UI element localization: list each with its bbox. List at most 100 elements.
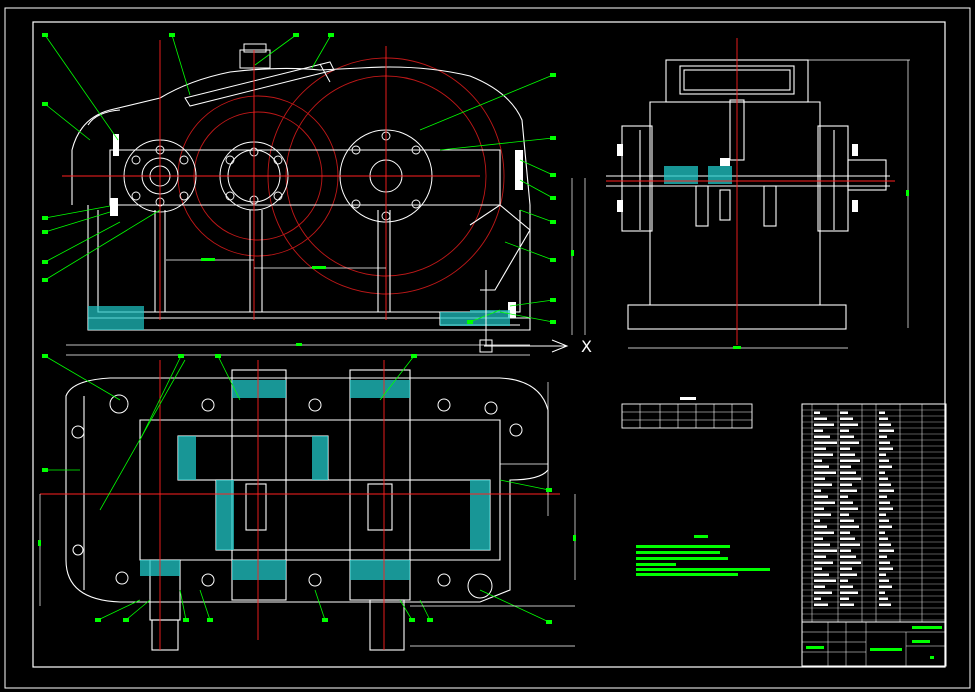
side-bolts	[617, 144, 858, 212]
parts-list-cell-text	[879, 513, 886, 516]
front-dimensions	[66, 178, 586, 356]
parts-list-cell-text	[814, 519, 820, 522]
parts-list-cell-text	[840, 603, 854, 606]
parts-list-cell-text	[814, 447, 826, 450]
parts-list-cell-text	[879, 603, 891, 606]
housing-bolts	[110, 134, 523, 318]
front-view	[44, 34, 586, 356]
parts-list-cell-text	[840, 537, 855, 540]
parts-list-cell-text	[879, 549, 894, 552]
part-number-balloon	[550, 220, 556, 224]
parts-list-cell-text	[879, 519, 889, 522]
part-number-balloon	[328, 33, 334, 37]
parts-list-cell-text	[840, 501, 853, 504]
parts-list-cell-text	[879, 555, 887, 558]
part-number-balloon	[42, 102, 48, 106]
parts-list-cell-text	[840, 495, 848, 498]
top-dimensions	[39, 382, 576, 647]
parts-list-cell-text	[840, 579, 848, 582]
parts-list-cell-text	[879, 453, 886, 456]
parts-list-cell-text	[840, 447, 850, 450]
parts-list-cell-text	[879, 423, 891, 426]
title-block	[801, 621, 947, 667]
parts-list-cell-text	[840, 531, 850, 534]
parts-list-cell-text	[840, 471, 856, 474]
part-number-balloon	[42, 278, 48, 282]
parts-list-cell-text	[814, 531, 834, 534]
parts-list-cell-text	[840, 591, 858, 594]
parts-list-cell-text	[840, 453, 855, 456]
part-number-balloon	[427, 618, 433, 622]
parts-list-cell-text	[879, 459, 889, 462]
parts-list-cell-text	[840, 465, 851, 468]
part-balloons	[42, 33, 556, 624]
part-number-balloon	[550, 298, 556, 302]
side-center-lines	[606, 38, 895, 345]
parts-list-cell-text	[879, 411, 885, 414]
side-hatch	[664, 166, 732, 184]
part-number-balloon	[550, 136, 556, 140]
top-dimension-tags	[38, 535, 576, 546]
parts-list-cell-text	[879, 441, 890, 444]
parts-list-cell-text	[840, 483, 852, 486]
parts-list-cell-text	[814, 429, 823, 432]
technical-requirements-notes	[636, 535, 770, 576]
x-axis-arrow	[479, 270, 569, 353]
parts-list-cell-text	[879, 507, 893, 510]
parts-list-cell-text	[814, 489, 821, 492]
parts-list-cell-text	[814, 423, 834, 426]
parts-list-cell-text	[840, 513, 849, 516]
parts-list-cell-text	[814, 549, 837, 552]
parts-list-cell-text	[840, 423, 858, 426]
part-number-balloon	[546, 488, 552, 492]
parts-list-cell-text	[814, 561, 833, 564]
parts-list-cell-text	[814, 507, 824, 510]
parts-list-cell-text	[814, 501, 835, 504]
parts-list-cell-text	[814, 537, 823, 540]
parts-list-cell-text	[879, 591, 885, 594]
parts-list-cell-text	[814, 471, 836, 474]
parts-list-cell-text	[879, 435, 887, 438]
parts-list-cell-text	[814, 441, 837, 444]
parts-list-cell-text	[879, 495, 887, 498]
parts-list-cell-text	[879, 417, 888, 420]
parts-list-cell-text	[879, 531, 885, 534]
part-number-balloon	[169, 33, 175, 37]
parts-list-cell-text	[879, 585, 892, 588]
parts-list-cell-text	[840, 519, 854, 522]
parts-list	[801, 403, 947, 623]
parts-list-cell-text	[814, 477, 825, 480]
parts-list-cell-text	[879, 561, 890, 564]
part-number-balloon	[42, 354, 48, 358]
part-number-balloon	[550, 196, 556, 200]
parts-list-cell-text	[840, 525, 859, 528]
parts-list-cell-text	[840, 573, 857, 576]
parts-list-cell-text	[840, 555, 856, 558]
parts-list-cell-text	[814, 435, 830, 438]
parts-list-cell-text	[840, 477, 861, 480]
parts-list-cell-text	[814, 597, 821, 600]
parts-list-cell-text	[814, 573, 829, 576]
parts-list-cell-text	[879, 429, 894, 432]
part-number-balloon	[178, 354, 184, 358]
parts-list-cell-text	[840, 429, 849, 432]
top-leaders	[44, 355, 550, 623]
part-number-balloon	[546, 620, 552, 624]
parts-list-cell-text	[814, 411, 820, 414]
inspection-cover	[184, 43, 335, 107]
part-number-balloon	[207, 618, 213, 622]
part-number-balloon	[42, 260, 48, 264]
parts-list-cell-text	[814, 555, 826, 558]
part-number-balloon	[293, 33, 299, 37]
part-number-balloon	[322, 618, 328, 622]
part-number-balloon	[42, 216, 48, 220]
parts-list-cell-text	[879, 525, 892, 528]
parts-list-cell-text	[840, 417, 853, 420]
front-dimension-tags	[201, 250, 574, 346]
parts-list-cell-text	[840, 567, 852, 570]
top-view	[38, 355, 576, 651]
side-housing	[606, 59, 890, 330]
housing-outline	[71, 66, 531, 331]
parts-list-cell-text	[840, 585, 853, 588]
front-center-lines	[62, 40, 480, 320]
